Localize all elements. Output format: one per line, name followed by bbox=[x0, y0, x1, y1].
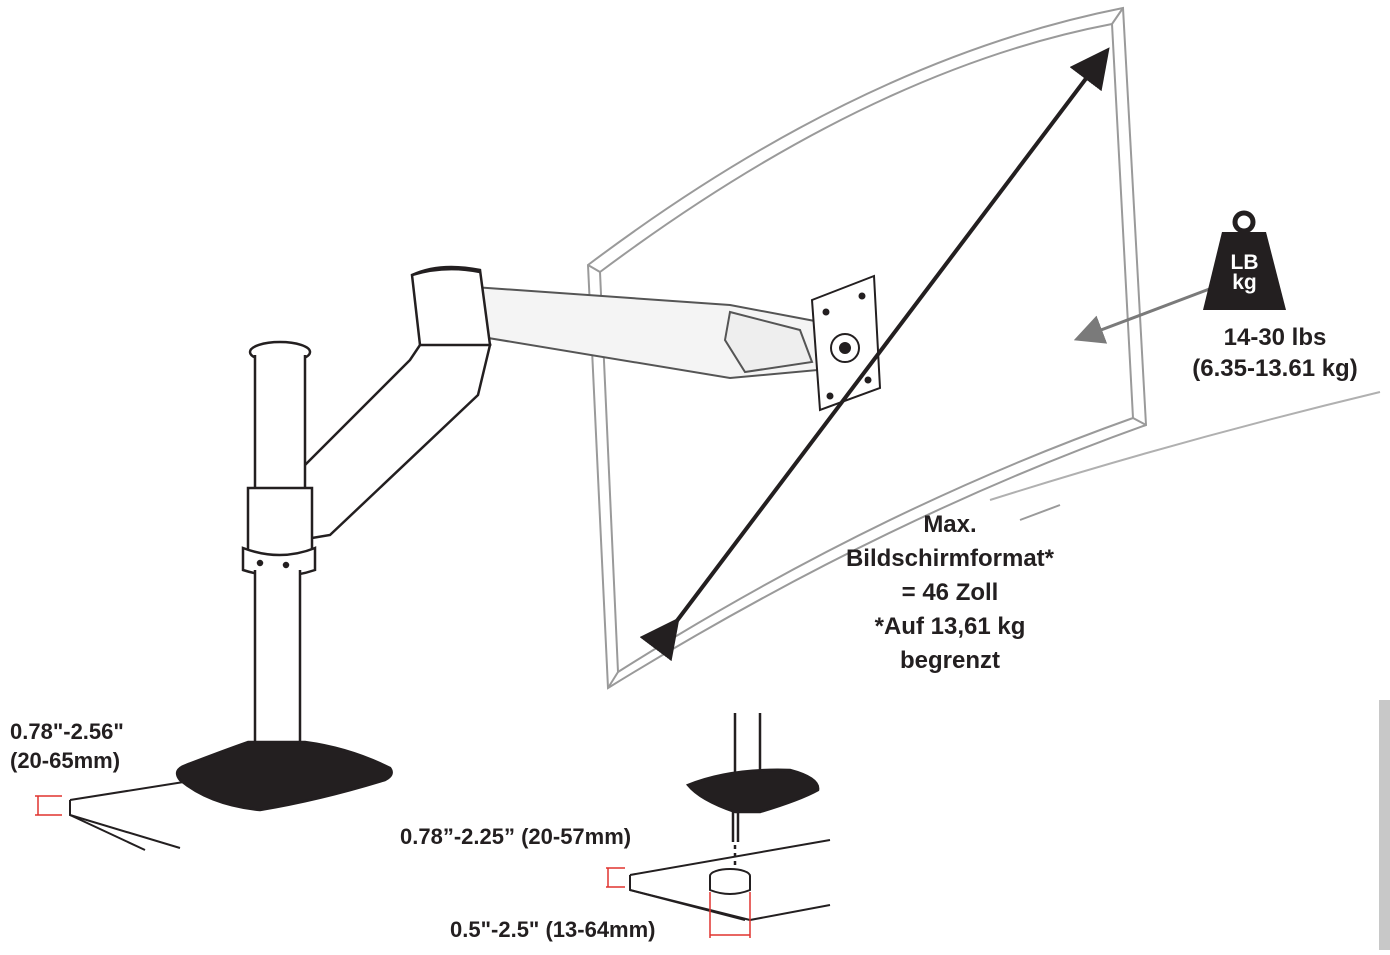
screen-size-line3: = 46 Zoll bbox=[901, 579, 999, 606]
diagonal-arrow bbox=[639, 47, 1110, 662]
grommet-dimension bbox=[606, 867, 751, 938]
grommet-hole-label: 0.5"-2.5" (13-64mm) bbox=[450, 917, 656, 942]
pole bbox=[241, 340, 317, 747]
screen-size-line5: begrenzt bbox=[899, 647, 1000, 674]
screen-size-label: Max. Bildschirmformat* = 46 Zoll *Auf 13… bbox=[790, 508, 1110, 678]
weight-range-lbs: 14-30 lbs bbox=[1223, 324, 1327, 351]
weight-icon-label: LB kg bbox=[1222, 251, 1267, 294]
weight-icon bbox=[1203, 210, 1286, 310]
weight-range-label: 14-30 lbs (6.35-13.61 kg) bbox=[1160, 322, 1390, 384]
desk-clamp-label: 0.78"-2.56" (20-65mm) bbox=[10, 718, 124, 775]
screen-size-line1: Max. bbox=[923, 511, 977, 538]
side-scroll-tab bbox=[1379, 700, 1390, 950]
weight-icon-label-top: LB bbox=[1230, 251, 1259, 274]
desk-base bbox=[175, 740, 393, 812]
weight-icon-label-bottom: kg bbox=[1232, 270, 1257, 294]
weight-range-kg: (6.35-13.61 kg) bbox=[1192, 355, 1358, 383]
screen-size-line2: Bildschirmformat* bbox=[845, 545, 1055, 572]
desk-clamp-line2: (20-65mm) bbox=[10, 747, 121, 773]
grommet-mount bbox=[685, 713, 820, 870]
vesa-plate bbox=[810, 274, 882, 412]
desk-left bbox=[69, 780, 191, 851]
grommet-thickness-label: 0.78”-2.25” (20-57mm) bbox=[400, 824, 632, 849]
screen-size-line4: *Auf 13,61 kg bbox=[874, 613, 1026, 640]
arm-elbow bbox=[298, 265, 492, 542]
desk-right bbox=[629, 839, 831, 921]
desk-left-dimension bbox=[35, 795, 62, 816]
desk-clamp-line1: 0.78"-2.56" bbox=[10, 719, 124, 744]
weight-arrow bbox=[1073, 283, 1221, 344]
